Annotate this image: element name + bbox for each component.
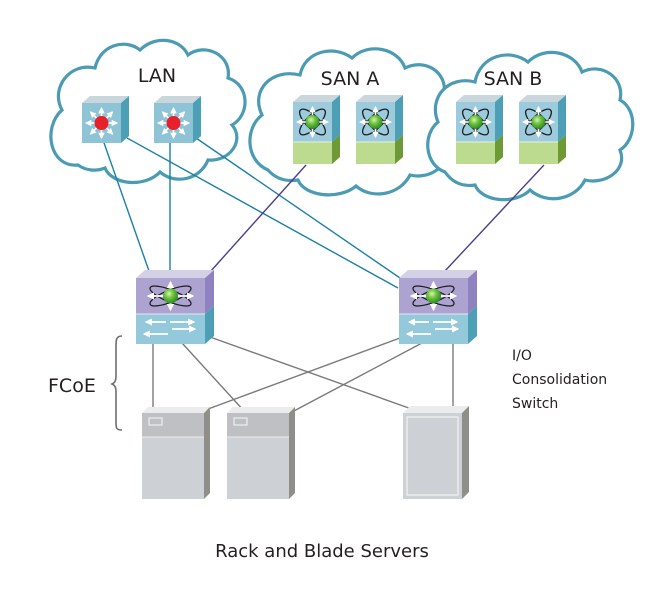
switch-label-line2: Consolidation [512, 372, 607, 388]
san-switch-icon [356, 95, 403, 164]
link-lan1-io1 [102, 139, 150, 272]
link-lan2-io2 [195, 137, 401, 279]
fcoe-label: FCoE [48, 375, 96, 397]
cloud-label-lan: LAN [138, 65, 176, 87]
links [102, 137, 545, 418]
san-switch-icon [456, 95, 503, 164]
servers-label: Rack and Blade Servers [215, 541, 429, 562]
lan-switch-icon [154, 96, 201, 143]
cloud-lan [49, 38, 247, 185]
fcoe-brace [110, 335, 123, 431]
link-sana-io1 [209, 164, 307, 273]
rack-server-icon [141, 406, 211, 500]
link-io1-srv2 [181, 342, 246, 413]
blade-server-icon [402, 405, 470, 500]
io-consolidation-switch-icon [399, 270, 477, 344]
switch-label-line1: I/O [512, 348, 532, 364]
cloud-label-san-b: SAN B [484, 68, 543, 90]
link-io2-srv2 [291, 342, 423, 413]
link-io2-srv1 [199, 337, 401, 413]
san-switch-icon [293, 95, 340, 164]
io-consolidation-switch-icon [136, 270, 214, 344]
rack-server-icon [226, 406, 296, 500]
switch-label-line3: Switch [512, 396, 558, 412]
link-io1-blade [209, 336, 421, 413]
cloud-label-san-a: SAN A [321, 68, 380, 90]
lan-switch-icon [82, 96, 129, 143]
san-switch-icon [519, 95, 566, 164]
link-sanb-io2 [443, 164, 545, 273]
